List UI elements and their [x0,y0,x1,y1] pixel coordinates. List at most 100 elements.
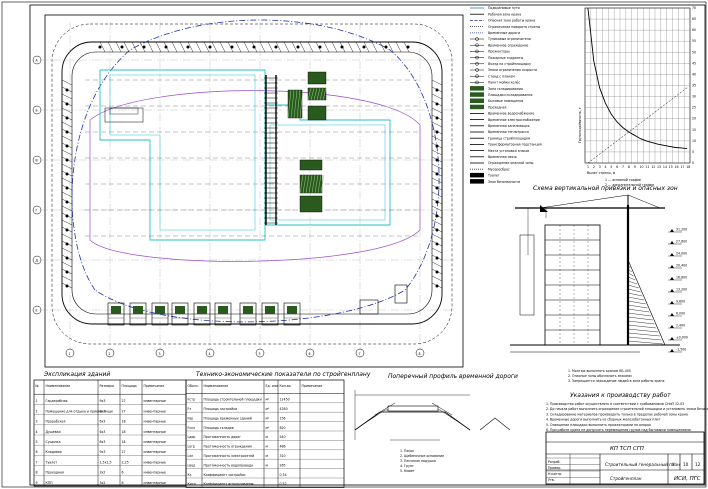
building-footprint-2 [109,74,256,231]
table-cell: 3 [36,420,38,424]
graph-y-tick: 60 [692,28,696,32]
legend-label: Бытовые помещения [488,99,523,103]
table-header-cell: Примечание [144,384,165,388]
legend-label: Зона складирования [488,87,523,91]
graph-x-tick: 8 [628,165,630,169]
table-cell: Протяженность водопровода [204,463,254,467]
legend-label: Туалет [487,174,500,178]
road-note: 2. Щебеночное основание [400,454,444,458]
legend-item: Пункт мойки колёс [470,81,520,85]
table-cell: Кладовая [46,450,62,454]
legend-item: Подкрановые пути [470,6,520,10]
road-section-title: Поперечный профиль временной дороги [388,373,518,380]
legend-label: Площадки складирования [488,93,532,97]
crane-danger-zone [71,19,440,323]
legend-label: Подкрановые пути [488,6,520,10]
legend-label: Временная теплотрасса [488,130,529,134]
graph-y-tick: 10 [692,139,696,143]
crane-note: 3. Запрещается нахождение людей в зоне р… [568,379,664,383]
table-cell: 4 [36,430,38,434]
note-line: 3. Складирование материалов производить … [546,412,688,416]
table-cell: Туалет [45,460,58,464]
legend-item: Временное электроснабжение [470,118,540,122]
table-cell: инвентарные [144,440,167,444]
graph-x-tick: 16 [675,165,679,169]
table-cell: м [266,463,269,467]
table-cell: м [266,445,269,449]
table-header-cell: № [36,384,40,388]
legend-label: Временное водоснабжение [488,112,534,116]
stamp-title: Строительный генеральный план [605,462,680,467]
svg-text:4: 4 [209,352,211,356]
graph-x-tick: 13 [657,165,661,169]
table-cell: м [266,454,269,458]
site-plan-border [44,14,464,368]
svg-text:5: 5 [259,352,261,356]
table-cell: 8 [36,471,38,475]
storage-area [299,159,323,171]
table-cell: 5 [36,440,38,444]
graph-y-tick: 35 [692,84,696,88]
table-cell: Lэл [188,454,194,458]
table-cell: 18 [122,430,126,434]
storage-area [299,195,323,213]
legend-item: Опасная зона работы крана [470,19,535,23]
graph-y-tick: 25 [692,106,696,110]
graph-x-tick: 15 [669,165,673,169]
graph-y-tick: 40 [692,72,696,76]
legend-label: Знак безопасности [488,180,520,184]
stamp-sheets: 12 [695,462,701,467]
legend-label: Опасная зона работы крана [488,19,535,23]
table-cell: 9 [36,481,38,485]
elevation-mark: 31,200 [676,228,687,232]
table-cell: Площадь застройки [204,407,238,411]
graph-note-2: 2 — дополнительный график [605,183,654,187]
legend-label: Въезд на стройплощадку [488,62,531,66]
table-cell: 540 [280,435,286,439]
legend-item: Рабочая зона крана [470,12,521,16]
legend-label: Места установки знаков [488,149,529,153]
elevation-mark: 24,000 [676,252,687,256]
graph-y-tick: 55 [692,39,696,43]
legend-item: Места установки знаков [470,149,529,153]
svg-text:3: 3 [159,352,161,356]
svg-text:Д: Д [36,259,39,263]
table-cell: м² [266,398,270,402]
graph-xlabel: Вылет стрелы, м [587,171,616,175]
legend-label: Временное электроснабжение [488,118,540,122]
graph-y-tick: 5 [692,150,694,154]
table-cell: инвентарные [144,450,167,454]
graph-x-tick: 9 [634,165,636,169]
table-cell: Протяженность дорог [204,435,242,439]
legend-label: Прожекторы [488,50,510,54]
table-cell: 6 [122,471,124,475]
crane-section: Схема вертикальной привязки и опасных зо… [510,185,688,383]
legend-label: Граница стройплощадки [488,136,530,140]
graph-x-tick: 14 [663,165,667,169]
table-header-cell: Размеры [100,384,115,388]
svg-text:1: 1 [69,352,71,356]
note-line: 2. До начала работ выполнить ограждение … [546,407,708,411]
table-cell: 12450 [280,398,290,402]
stamp-sheet: 10 [683,462,689,467]
table-cell: инвентарные [144,471,167,475]
table-cell: инвентарные [144,420,167,424]
graph-x-tick: 12 [651,165,655,169]
table-cell: 9х3 [100,399,106,403]
table-cell: 9х3 [100,450,106,454]
legend-item: Трансформаторная подстанция [470,143,542,147]
table-cell: Lдор [188,435,196,439]
legend-item: Временное водоснабжение [470,112,534,116]
legend-label: Пункт мойки колёс [488,81,520,85]
legend-label: Мусоросброс [488,167,510,171]
svg-text:Г: Г [36,209,38,213]
graph-note-1: 1 — основной график [605,178,641,182]
table-cell: Lвод [188,463,197,467]
sheet-inner-frame [29,4,706,486]
road-note: 1. Песок [400,449,414,453]
table-cell: Lогр [188,445,195,449]
table-header-cell: Обозн. [188,384,199,388]
